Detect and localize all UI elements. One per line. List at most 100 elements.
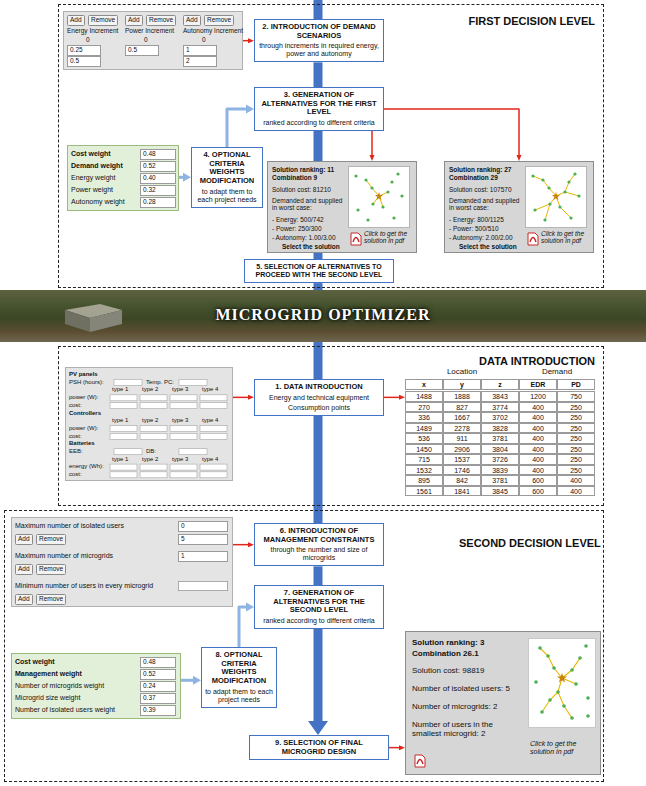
table-cell: 3839: [481, 465, 519, 476]
field-label: Maximum number of isolated users: [15, 522, 124, 530]
process-box: 7. GENERATION OF ALTERNATIVES FOR THE SE…: [254, 585, 384, 629]
pdf-icon-part: [528, 233, 538, 245]
input-value: 0.37: [140, 693, 176, 704]
arrowhead: [246, 104, 254, 113]
flow-bar: [314, 0, 323, 19]
field-label: Combination 26.1: [412, 649, 522, 658]
red-arrow-line: [384, 397, 401, 399]
field-label: Click to get the solution in pdf: [541, 230, 591, 245]
input-value: 0.25: [67, 45, 101, 56]
field-label: Demand weight: [71, 162, 123, 170]
input-value: 5: [178, 534, 228, 545]
pdf-icon-part: [353, 238, 359, 243]
table-cell: 536: [405, 433, 443, 444]
network-map-part: [557, 673, 567, 683]
network-map-part-part: [577, 194, 580, 197]
field-label: type 1: [112, 417, 128, 424]
table-cell: 911: [443, 433, 481, 444]
network-map-part-part: [562, 704, 566, 708]
field-label: type 4: [202, 456, 218, 463]
network-map-part: [375, 192, 383, 200]
flow-bar: [318, 416, 319, 523]
table-cell: 250: [557, 454, 595, 465]
input-value: 0.48: [140, 657, 176, 668]
flow-bar: [318, 283, 319, 290]
feedback-arrow: [181, 676, 201, 685]
input-grid-part-part: [110, 395, 227, 401]
table-cell: 3845: [481, 486, 519, 497]
red-arrow: [233, 542, 254, 547]
network-map-part-part: [390, 180, 393, 183]
network-map-part-part: [400, 194, 403, 197]
network-map-part-part: [547, 186, 550, 189]
network-map-part-part: [570, 668, 574, 672]
network-map: [525, 166, 587, 228]
button-label: Remove: [36, 564, 66, 575]
button-label: Add: [183, 15, 201, 26]
table-cell: 400: [557, 486, 595, 497]
field-label: - Energy: 500/742: [272, 216, 348, 223]
flow-bar-line: [314, 416, 323, 523]
red-arrow: [384, 109, 522, 161]
field-label: Management weight: [15, 670, 82, 678]
table-cell: 3781: [481, 433, 519, 444]
photo-object-part: [90, 310, 122, 332]
pdf-icon: [527, 232, 539, 246]
field-label: - Energy: 800/1125: [449, 216, 525, 223]
red-arrow: [384, 395, 405, 400]
field-label: Solution ranking: 3: [412, 638, 522, 647]
constraints-panel: Maximum number of isolated users0AddRemo…: [11, 517, 233, 607]
table-cell: 1746: [443, 465, 481, 476]
field-label: EEB:: [69, 448, 83, 455]
network-map-part-part: [540, 710, 544, 714]
table-header: Location: [405, 367, 519, 376]
field-label: Combination 29: [449, 174, 525, 181]
red-arrow-line: [371, 131, 373, 157]
input-value: 1: [183, 45, 217, 56]
field-label: Autonomy weight: [71, 198, 125, 206]
solution-panel: Solution ranking: 11Combination 9Solutio…: [267, 161, 417, 253]
network-map-part-part: [534, 680, 538, 684]
process-box: 3. GENERATION OF ALTERNATIVES FOR THE FI…: [254, 87, 384, 131]
step-title: 1. DATA INTRODUCTION: [258, 383, 380, 392]
data-table: LocationDemandxyzEDRPD148818883843120075…: [405, 367, 595, 499]
field-label: Demanded and supplied in worst case:: [272, 197, 344, 212]
field-label: Number of isolated users weight: [15, 706, 115, 714]
step-description: through increments in required energy, p…: [258, 42, 380, 58]
table-cell: 1532: [405, 465, 443, 476]
table-cell: 400: [519, 444, 557, 455]
field-label: 0: [86, 36, 90, 43]
field-label: - Power: 500/510: [449, 225, 525, 232]
field-label: type 3: [172, 386, 188, 393]
table-cell: 3804: [481, 444, 519, 455]
field-label: Click to get the solution in pdf: [530, 740, 596, 756]
red-arrow-line: [384, 109, 519, 157]
flow-bar-line: [314, 342, 323, 379]
field-label: cost:: [69, 402, 82, 409]
button-label: Add: [15, 594, 33, 605]
decision-level-region: SECOND DECISION LEVELMaximum number of i…: [4, 510, 604, 782]
input-value: 0.52: [140, 161, 176, 172]
feedback-arrow-line: [227, 109, 248, 147]
field-label: Energy Increment: [67, 27, 118, 34]
table-cell: 400: [557, 475, 595, 486]
field-label: cost:: [69, 433, 82, 440]
input-value: 0.28: [140, 197, 176, 208]
arrowhead: [193, 676, 201, 685]
table-cell: 400: [519, 402, 557, 413]
input-grid-part-part: [110, 433, 227, 439]
field-label: type 3: [172, 456, 188, 463]
network-map-part-part: [392, 216, 395, 219]
network-map-part-part: [558, 205, 561, 208]
red-arrow: [370, 131, 375, 161]
input-value: 0.24: [140, 681, 176, 692]
field-label: Click to get the solution in pdf: [364, 230, 414, 245]
button-label: Remove: [88, 15, 118, 26]
flow-bar-line: [314, 62, 323, 87]
field-label: Demanded and supplied in worst case:: [449, 197, 521, 212]
step-title: 5. SELECTION OF ALTERNATIVES TO PROCEED …: [248, 263, 390, 279]
input-grid-part: [110, 379, 227, 477]
field-label: Batteries: [69, 440, 95, 447]
input-grid-part-part: [110, 403, 227, 409]
field-label: Cost weight: [15, 658, 55, 666]
